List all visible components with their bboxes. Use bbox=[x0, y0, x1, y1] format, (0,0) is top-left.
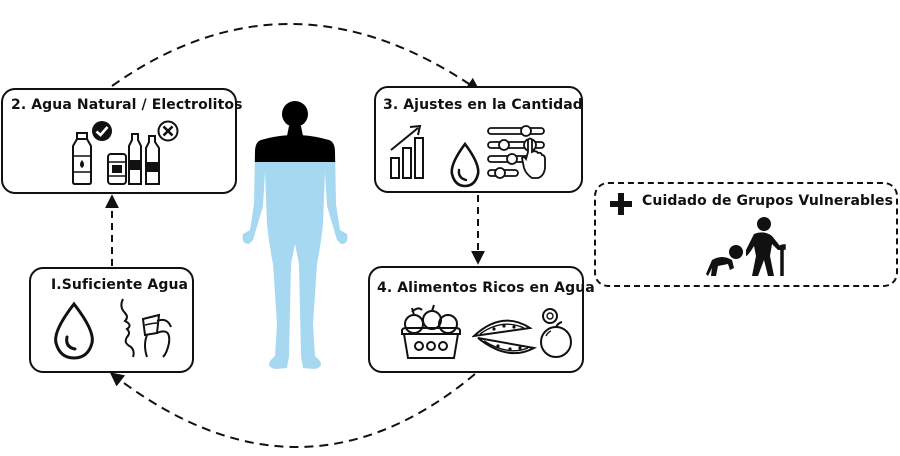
step3-title: 3. Ajustes en la Cantidad bbox=[383, 97, 583, 113]
arrow-top-curve bbox=[111, 23, 481, 92]
fruit-basket-icon bbox=[401, 304, 461, 359]
step4-title: 4. Alimentos Ricos en Agua bbox=[377, 280, 595, 296]
vulnerable-groups-title: Cuidado de Grupos Vulnerables bbox=[642, 193, 894, 209]
step2-title: 2. Agua Natural / Electrolitos bbox=[11, 97, 243, 113]
crawling-baby-icon bbox=[706, 245, 743, 276]
slider-controls-icon bbox=[487, 125, 546, 179]
check-icon bbox=[92, 121, 112, 141]
plus-icon bbox=[610, 193, 632, 215]
step4-box: 4. Alimentos Ricos en Agua bbox=[368, 266, 595, 373]
elderly-person-icon bbox=[746, 217, 786, 276]
person-drinking-icon bbox=[120, 298, 172, 358]
watermelon-slices-icon bbox=[472, 319, 538, 355]
growth-chart-icon bbox=[390, 124, 424, 179]
citrus-fruit-icon bbox=[540, 308, 572, 358]
step3-box: 3. Ajustes en la Cantidad bbox=[374, 86, 583, 193]
soda-bottles-icon bbox=[107, 133, 160, 185]
human-body-water-icon bbox=[242, 101, 348, 369]
step1-title: I.Suficiente Agua bbox=[51, 277, 189, 293]
step2-box: 2. Agua Natural / Electrolitos bbox=[1, 88, 242, 194]
water-drop-icon bbox=[450, 142, 480, 188]
arrow-bottom-curve bbox=[109, 372, 476, 448]
vulnerable-groups-box: Cuidado de Grupos Vulnerables bbox=[594, 182, 898, 287]
cross-icon bbox=[157, 120, 179, 142]
step1-box: I.Suficiente Agua bbox=[29, 267, 194, 373]
water-bottle-icon bbox=[72, 132, 92, 185]
water-drop-icon bbox=[54, 301, 94, 360]
